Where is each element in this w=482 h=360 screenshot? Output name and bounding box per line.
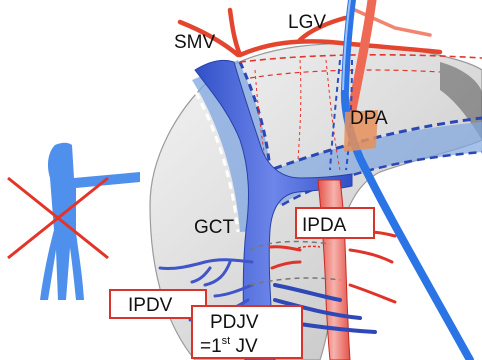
label-gct: GCT — [194, 217, 235, 238]
label-pdjv: PDJV — [210, 312, 259, 333]
label-lgv: LGV — [288, 12, 326, 33]
first-jv-suffix: JV — [230, 336, 258, 357]
first-jv-sup: st — [222, 335, 231, 347]
first-jv-prefix: =1 — [200, 336, 222, 357]
label-ipda: IPDA — [302, 215, 347, 236]
label-dpa: DPA — [350, 108, 388, 129]
label-ipdv: IPDV — [128, 295, 173, 316]
label-smv: SMV — [174, 32, 216, 53]
